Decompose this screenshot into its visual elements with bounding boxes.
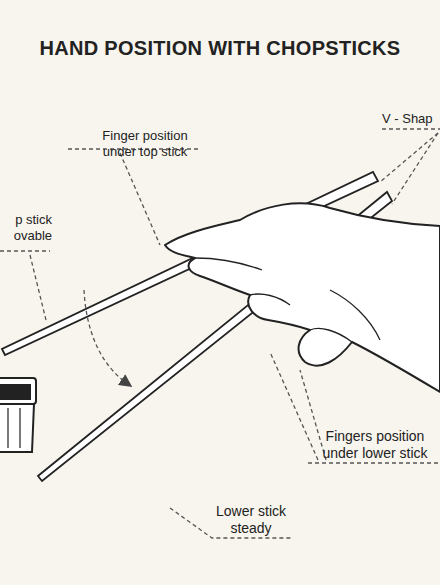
- callout-label: Lower stick steady: [208, 503, 294, 537]
- leader-lines: [0, 129, 440, 538]
- callout-label: p stick ovable: [2, 212, 52, 243]
- hand: [165, 203, 440, 392]
- hand-creases: [195, 258, 380, 342]
- diagram-title: HAND POSITION WITH CHOPSTICKS: [0, 36, 440, 60]
- sushi-dish: [0, 378, 36, 452]
- callout-label: Fingers position under lower stick: [312, 428, 438, 462]
- callout-label: Finger position under top stick: [85, 128, 205, 159]
- motion-arrow: [84, 290, 128, 384]
- callout-label: V - Shap: [382, 111, 438, 127]
